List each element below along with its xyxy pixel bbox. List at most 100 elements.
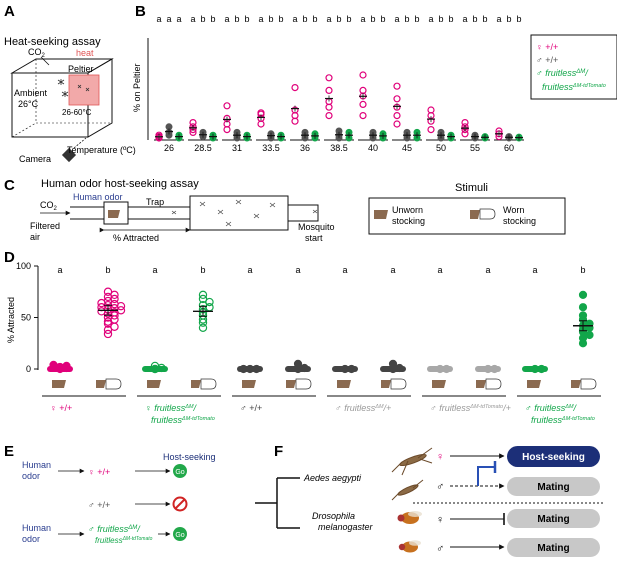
b-sig-letter: b [244, 14, 249, 24]
b-sig-letter: a [496, 14, 501, 24]
d-hand-icon [200, 378, 217, 390]
legend-male: ♂ +/+ [536, 55, 558, 65]
b-tick-label: 31 [232, 143, 242, 153]
d-ytick-label: 0 [26, 364, 31, 374]
d-worn-stocking-icon [381, 380, 391, 388]
d-sig-letter: a [152, 265, 157, 275]
b-sig-letter: b [448, 14, 453, 24]
e-human-odor-4: odor [22, 534, 40, 544]
d-unworn-stocking-icon [432, 380, 446, 388]
d-group-label: ♂ fruitlessΔM/ [525, 403, 578, 413]
b-sig-letter: a [190, 14, 195, 24]
f-aedes-mating-pill [507, 477, 600, 496]
species-drosophila-2: melanogaster [318, 522, 374, 532]
b-point [393, 120, 401, 128]
d-sig-letter: a [532, 265, 537, 275]
ambient-temp: 26°C [18, 99, 39, 109]
d-sig-letter: a [247, 265, 252, 275]
worn-label-1: Worn [503, 205, 524, 215]
co2-arrow [40, 56, 50, 66]
b-sig-letter: a [428, 14, 433, 24]
b-sig-letter: a [224, 14, 229, 24]
d-sig-letter: b [580, 265, 585, 275]
c-mosquito-start-2: start [305, 233, 323, 243]
stimuli-box [368, 197, 566, 235]
d-sig-letter: b [200, 265, 205, 275]
b-sig-letter: b [200, 14, 205, 24]
go-label-1: Go [175, 469, 184, 476]
d-unworn-stocking-icon [527, 380, 541, 388]
d-baseline-bar [142, 366, 168, 372]
b-sig-letter: a [166, 14, 171, 24]
b-sig-letter: a [394, 14, 399, 24]
unworn-label-2: stocking [392, 216, 425, 226]
b-point [393, 111, 401, 120]
b-point [427, 126, 435, 134]
c-co2-label: CO2 [40, 200, 58, 212]
c-mosquito-start-1: Mosquito [298, 222, 335, 232]
c-human-odor-label: Human odor [73, 192, 123, 202]
d-sig-letter: b [105, 265, 110, 275]
mosquito-icons-a [57, 79, 90, 97]
d-group-label: ♂ +/+ [240, 403, 262, 413]
d-hand-icon [295, 378, 312, 390]
e-mutant-label: ♂ fruitlessΔM/ [88, 524, 141, 534]
d-point [103, 287, 113, 296]
c-stimuli-title: Stimuli [455, 182, 488, 194]
fly-female-icon [397, 511, 422, 524]
b-sig-letter: b [482, 14, 487, 24]
d-worn-stocking-icon [571, 380, 581, 388]
b-tick-label: 28.5 [194, 143, 212, 153]
d-sig-letter: a [485, 265, 490, 275]
b-tick-label: 60 [504, 143, 514, 153]
b-sig-letter: a [360, 14, 365, 24]
b-sig-letter: b [506, 14, 511, 24]
d-ytick-label: 100 [16, 261, 31, 271]
panel-label-b: B [135, 3, 146, 20]
b-sig-letter: a [156, 14, 161, 24]
unworn-label-1: Unworn [392, 205, 423, 215]
worn-stocking-icon [470, 208, 496, 220]
b-tick-label: 38.5 [330, 143, 348, 153]
d-point [198, 290, 208, 300]
b-point [359, 111, 367, 120]
b-sig-letter: b [312, 14, 317, 24]
e-female-label: ♀ +/+ [88, 467, 110, 477]
b-point [325, 86, 333, 95]
b-sig-letter: b [336, 14, 341, 24]
assay-tube [70, 195, 319, 231]
camera-label: Camera [19, 154, 51, 164]
d-baseline-bar [522, 366, 548, 372]
b-point [291, 83, 299, 92]
d-baseline-bar [47, 366, 73, 372]
b-point [223, 102, 231, 110]
b-sig-letter: b [516, 14, 521, 24]
b-sig-letter: b [438, 14, 443, 24]
d-point [578, 303, 588, 312]
b-sig-letter: b [472, 14, 477, 24]
c-filtered-air-1: Filtered [30, 221, 60, 231]
d-sig-letter: a [437, 265, 442, 275]
b-sig-letter: b [404, 14, 409, 24]
mosquito-male-icon [391, 479, 424, 501]
phylogeny-tree [255, 477, 300, 529]
d-hand-icon [105, 378, 122, 390]
b-tick-label: 50 [436, 143, 446, 153]
d-unworn-stocking-icon [52, 380, 66, 388]
fly-male-icon [398, 540, 421, 553]
unworn-stocking-icon [374, 210, 388, 219]
legend-mutant-line2: fruitlessΔM-tdTomato [542, 82, 606, 92]
d-hand-icon [485, 378, 502, 390]
host-seeking-assay-title: Human odor host-seeking assay [41, 178, 199, 190]
b-point [427, 106, 435, 114]
peltier-plate [68, 74, 100, 106]
f-host-seeking-pill [507, 446, 600, 467]
b-sig-letter: b [380, 14, 385, 24]
b-point [393, 95, 401, 103]
stop-icon [172, 496, 188, 512]
b-xlabel: Temperature (ºC) [67, 145, 136, 155]
d-group-label: ♂ fruitlessΔM/+ [335, 403, 391, 413]
b-tick-label: 36 [300, 143, 310, 153]
c-filtered-air-2: air [30, 232, 40, 242]
d-baseline-bar [285, 366, 311, 372]
